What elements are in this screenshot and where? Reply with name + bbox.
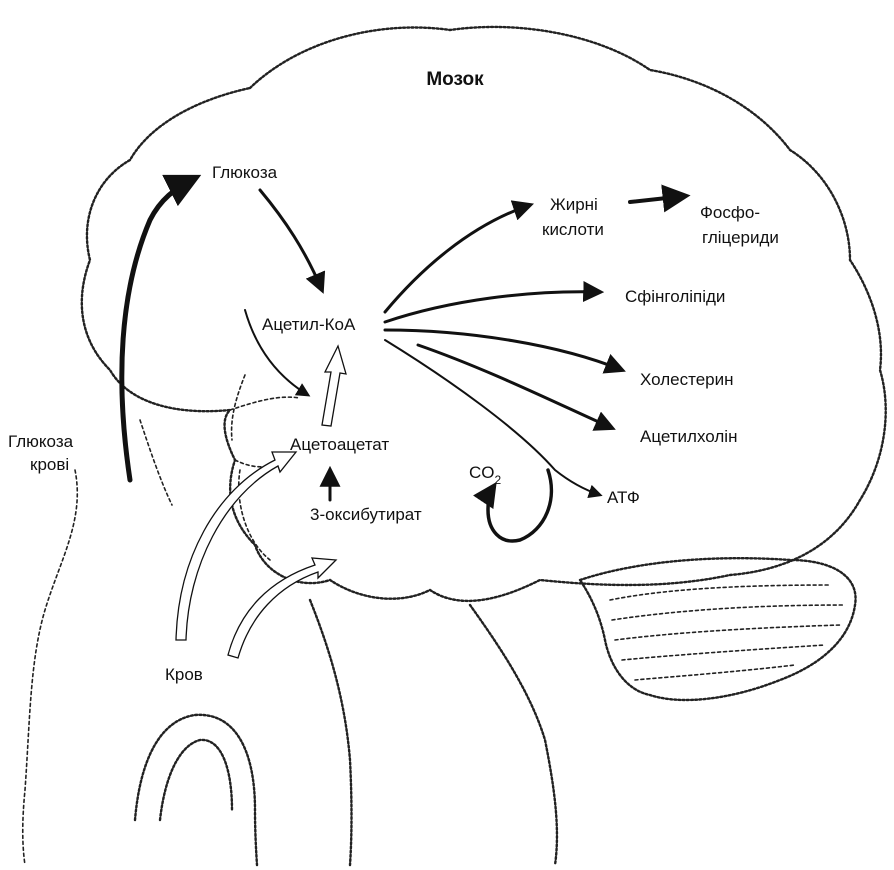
brain-gyrus-line: [230, 397, 300, 410]
label-atp: АТФ: [607, 488, 640, 507]
cerebellum-outline: [580, 558, 856, 700]
aortic-arch: [160, 740, 232, 820]
label-sphingolipids: Сфінголіпіди: [625, 287, 725, 306]
arrow-blood-to-acetoacetate: [176, 452, 296, 640]
arrow-glucose-to-acetylcoa: [260, 190, 322, 290]
label-phosphoglycerides-line2: гліцериди: [702, 228, 779, 247]
head-outline: [23, 470, 78, 865]
arrow-fatty-acids-to-phosphoglycerides: [630, 196, 685, 202]
arrow-acetylcoa-to-sphingolipids: [385, 292, 600, 322]
diagram-title: Мозок: [426, 69, 484, 90]
label-fatty-acids-line1: Жирні: [550, 195, 598, 214]
label-co2: CO2: [469, 463, 502, 487]
label-glucose: Глюкоза: [212, 163, 278, 182]
label-cholesterol: Холестерин: [640, 370, 734, 389]
label-blood-glucose-line2: крові: [30, 455, 69, 474]
head-outline: [140, 420, 172, 505]
label-acetylcholine: Ацетилхолін: [640, 427, 737, 446]
label-co2-subscript: 2: [495, 473, 502, 487]
brain-outline: [82, 27, 886, 601]
label-fatty-acids-line2: кислоти: [542, 220, 604, 239]
label-co2-base: CO: [469, 463, 495, 482]
label-blood: Кров: [165, 665, 203, 684]
label-acetoacetate: Ацетоацетат: [290, 435, 389, 454]
arrow-acetylcoa-to-cholesterol: [385, 330, 622, 370]
brainstem-outline: [470, 605, 557, 865]
arrow-blood-to-hydroxybutyrate: [228, 558, 336, 658]
aortic-arch: [135, 715, 257, 865]
label-phosphoglycerides-line1: Фосфо-: [700, 203, 760, 222]
label-hydroxybutyrate: 3-оксибутират: [310, 505, 422, 524]
arrow-acetoacetate-to-acetylcoa: [322, 346, 346, 426]
label-acetyl-coa: Ацетил-КоА: [262, 315, 356, 334]
brainstem-outline: [310, 600, 352, 865]
label-blood-glucose-line1: Глюкоза: [8, 432, 74, 451]
arrow-blood-glucose-to-glucose: [122, 178, 195, 480]
